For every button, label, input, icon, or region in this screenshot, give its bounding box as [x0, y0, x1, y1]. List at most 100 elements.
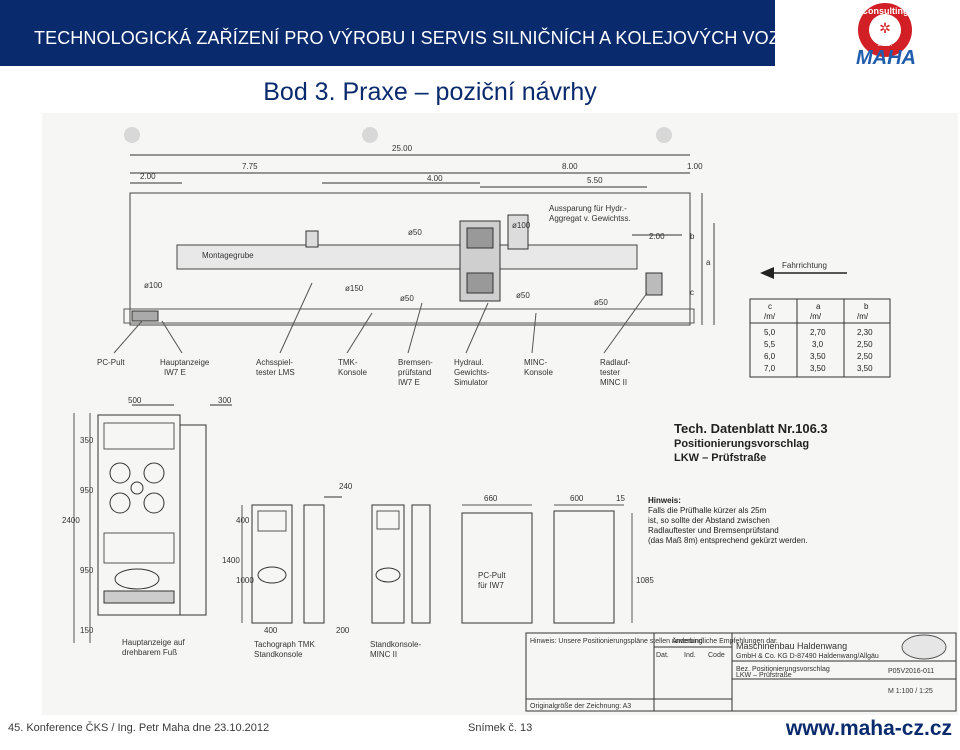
title-block-project-sub: LKW – Prüfstraße [736, 672, 792, 679]
svg-text:Standkonsole: Standkonsole [254, 650, 303, 659]
svg-text:a: a [816, 302, 821, 311]
svg-text:Konsole: Konsole [338, 368, 367, 377]
title-block-scale: M 1:100 / 1:25 [888, 688, 933, 695]
svg-text:Dat.: Dat. [656, 652, 669, 659]
title-block-company-sub: GmbH & Co. KG D-87490 Haldenwang/Allgäu [736, 653, 879, 660]
svg-text:b: b [864, 302, 869, 311]
svg-text:Bremsen-: Bremsen- [398, 358, 433, 367]
svg-text:ist, so sollte der Abstand zwi: ist, so sollte der Abstand zwischen [648, 516, 770, 525]
dim-label: 500 [128, 396, 142, 405]
vertical-dims-tmk: 400 1400 1000 400 200 [222, 516, 350, 635]
dim-label: 240 [339, 482, 353, 491]
svg-text:2400: 2400 [62, 516, 80, 525]
svg-text:1000: 1000 [236, 576, 254, 585]
vertical-dims-left: 350 950 2400 950 150 [62, 436, 94, 635]
title-block: Hinweis: Unsere Positionierungspläne ste… [525, 632, 957, 712]
svg-text:drehbarem Fuß: drehbarem Fuß [122, 648, 177, 657]
title-block-aenderung: Änderung [672, 637, 702, 645]
technical-drawing: 25.00 7.75 8.00 2.00 4.00 5.50 1.00 2.00… [42, 113, 958, 715]
hinweis-note: Hinweis: Falls die Prüfhalle kürzer als … [648, 496, 808, 545]
dim-label: 300 [218, 396, 232, 405]
side-letter: c [690, 288, 694, 297]
svg-text:Tachograph TMK: Tachograph TMK [254, 640, 315, 649]
logo-ring-text: Consulting [862, 6, 909, 16]
dim-label: 5.50 [587, 176, 603, 185]
svg-text:ø50: ø50 [594, 298, 608, 307]
svg-text:Hinweis:: Hinweis: [648, 496, 681, 505]
dim-label: 15 [616, 494, 625, 503]
svg-text:IW7 E: IW7 E [398, 378, 420, 387]
dim-label: 8.00 [562, 162, 578, 171]
svg-text:Gewichts-: Gewichts- [454, 368, 490, 377]
svg-text:200: 200 [336, 626, 350, 635]
svg-text:MINC-: MINC- [524, 358, 547, 367]
title-block-project: Bez. Positionierungsvorschlag [736, 666, 830, 673]
component-labels: PC-Pult Hauptanzeige IW7 E Achsspiel- te… [97, 358, 631, 387]
punch-hole [656, 127, 672, 143]
title-block-hinweis: Hinweis: Unsere Positionierungspläne ste… [530, 638, 778, 645]
svg-text:MINC II: MINC II [600, 378, 627, 387]
header-title: TECHNOLOGICKÁ ZAŘÍZENÍ PRO VÝROBU I SERV… [34, 28, 821, 48]
svg-text:MINC II: MINC II [370, 650, 397, 659]
hauptanzeige-cabinet [97, 404, 232, 616]
dim-label: 1085 [636, 576, 654, 585]
dim-label: 7.75 [242, 162, 258, 171]
svg-text:ø50: ø50 [408, 228, 422, 237]
svg-text:2,70: 2,70 [810, 328, 826, 337]
side-letter: a [706, 258, 711, 267]
svg-text:400: 400 [236, 516, 250, 525]
pc-pult-side [553, 504, 633, 624]
dim-label: 2.00 [140, 172, 156, 181]
punch-hole [362, 127, 378, 143]
svg-text:ø100: ø100 [512, 221, 531, 230]
svg-text:3,0: 3,0 [812, 340, 824, 349]
punch-hole [124, 127, 140, 143]
svg-text:tester: tester [600, 368, 620, 377]
top-dimensions: 25.00 7.75 8.00 2.00 4.00 5.50 1.00 2.00 [130, 144, 703, 241]
svg-text:IW7 E: IW7 E [164, 368, 186, 377]
leader-lines [113, 282, 648, 354]
pc-pult-label: PC-Pult [478, 571, 506, 580]
svg-text:Positionierungsvorschlag: Positionierungsvorschlag [674, 438, 809, 450]
floor-line [123, 308, 695, 324]
pc-pult-desk [461, 504, 533, 624]
svg-text:Hauptanzeige: Hauptanzeige [160, 358, 210, 367]
header-bar: TECHNOLOGICKÁ ZAŘÍZENÍ PRO VÝROBU I SERV… [0, 0, 820, 66]
montage-pit [176, 244, 638, 270]
dim-label: 2.00 [649, 232, 665, 241]
svg-text:PC-Pult: PC-Pult [97, 358, 125, 367]
svg-text:LKW – Prüfstraße: LKW – Prüfstraße [674, 452, 766, 464]
svg-text:Code: Code [708, 652, 725, 659]
title-block-format: Originalgröße der Zeichnung: A3 [530, 703, 631, 710]
title-block-drawing-no: P05V2016-011 [888, 668, 934, 675]
fahrrichtung-label: Fahrrichtung [782, 261, 827, 270]
svg-text:3,50: 3,50 [810, 352, 826, 361]
svg-text:Simulator: Simulator [454, 378, 488, 387]
dim-label: 660 [484, 494, 498, 503]
svg-text:ø50: ø50 [516, 291, 530, 300]
svg-text:5,5: 5,5 [764, 340, 776, 349]
slide-title: Bod 3. Praxe – poziční návrhy [263, 78, 597, 106]
svg-text:Hydraul.: Hydraul. [454, 358, 484, 367]
svg-text:1400: 1400 [222, 556, 240, 565]
minc-console [371, 504, 431, 624]
footer-conference: 45. Konference ČKS / Ing. Petr Maha dne … [8, 722, 270, 734]
svg-text:/m/: /m/ [764, 312, 776, 321]
svg-text:ø50: ø50 [400, 294, 414, 303]
svg-text:/m/: /m/ [810, 312, 822, 321]
logo-brand: MAHA [856, 47, 916, 66]
svg-text:400: 400 [264, 626, 278, 635]
footer-website-link[interactable]: www.maha-cz.cz [785, 717, 952, 740]
svg-text:Konsole: Konsole [524, 368, 553, 377]
svg-text:Ind.: Ind. [684, 652, 696, 659]
radlauf-tester [645, 272, 663, 296]
svg-text:TMK-: TMK- [338, 358, 358, 367]
dim-label: 25.00 [392, 144, 413, 153]
tmk-console [251, 496, 342, 624]
logo-gear-icon: ✲ [879, 20, 891, 36]
svg-text:2,30: 2,30 [857, 328, 873, 337]
svg-text:Radlauf-: Radlauf- [600, 358, 631, 367]
title-block-company: Maschinenbau Haldenwang [736, 641, 847, 651]
dimension-table: c /m/ a /m/ b /m/ 5,0 2,70 2,30 5,5 3,0 … [749, 298, 891, 378]
hall-outline [129, 192, 691, 326]
